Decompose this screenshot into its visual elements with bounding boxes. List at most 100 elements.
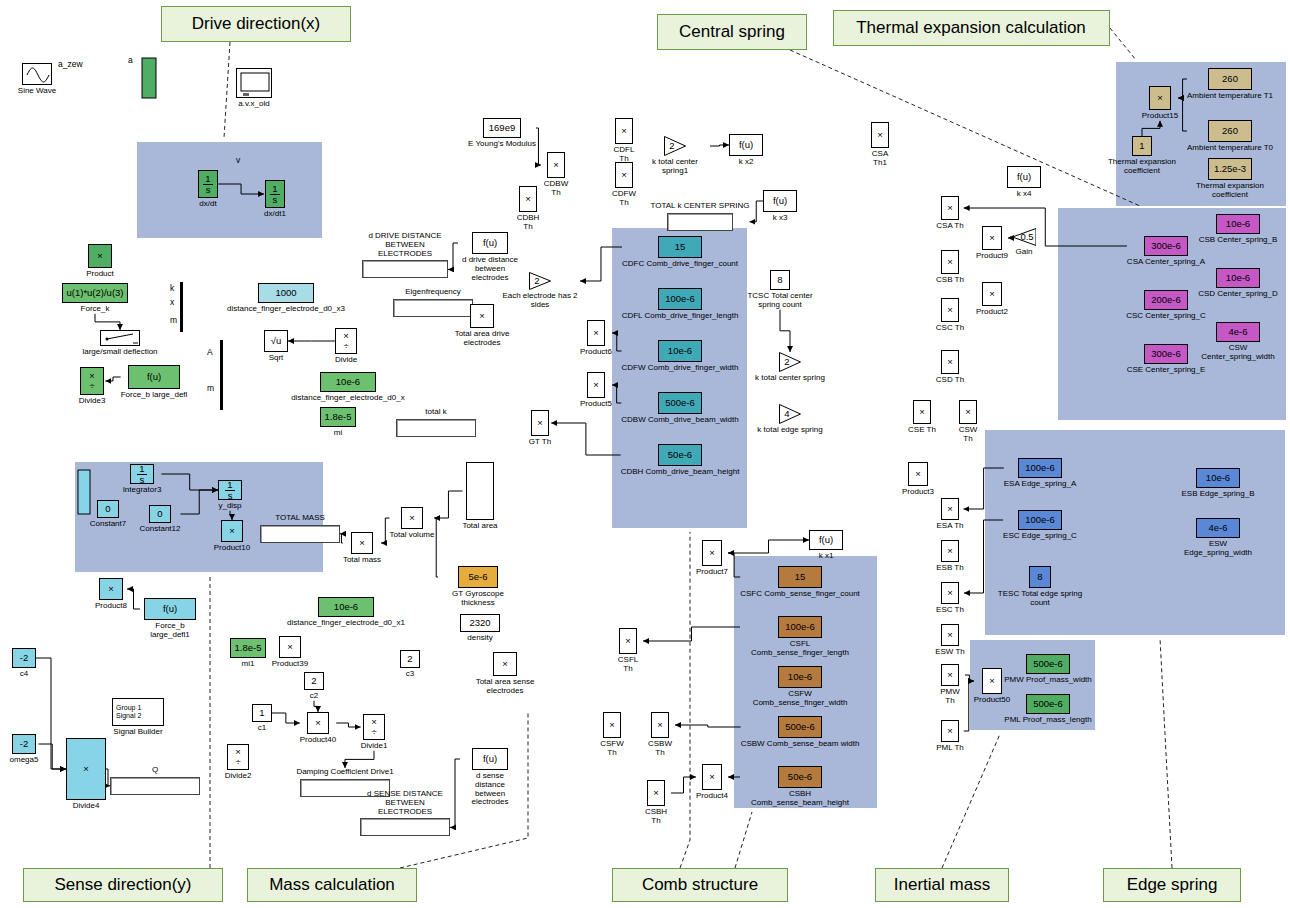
block-value: 100e-6 bbox=[1025, 515, 1055, 525]
block-value: × bbox=[108, 584, 114, 594]
block-label: Product7 bbox=[696, 568, 728, 577]
block-value: -2 bbox=[20, 653, 28, 663]
block-body: × bbox=[307, 712, 329, 734]
block-label: CSFC Comb_sense_finger_count bbox=[740, 590, 860, 599]
block-label: ESW Th bbox=[935, 648, 965, 657]
display-window bbox=[667, 213, 733, 231]
block-value: × bbox=[947, 203, 953, 213]
product-block: ×ESC Th bbox=[936, 582, 964, 615]
signal-wire bbox=[381, 518, 389, 543]
block-value: 4e-6 bbox=[1228, 327, 1247, 337]
block-label: Divide2 bbox=[225, 772, 252, 781]
block-label: Product4 bbox=[696, 792, 728, 801]
product-block: ×CSE Th bbox=[908, 400, 936, 435]
block-body: 0 bbox=[97, 500, 119, 518]
block-value: × bbox=[621, 126, 627, 136]
block-body: Central spring bbox=[657, 14, 807, 50]
block-value: f(u) bbox=[163, 604, 177, 614]
block-body: -2 bbox=[12, 734, 36, 754]
display-window bbox=[393, 299, 473, 317]
constant-block: 0Constant12 bbox=[140, 505, 181, 534]
block-body: 500e-6 bbox=[1026, 654, 1070, 674]
block-label: CSFL Comb_sense_finger_length bbox=[740, 640, 860, 658]
block-value: ÷ bbox=[343, 341, 348, 351]
block-body: 10e-6 bbox=[318, 597, 374, 617]
signal-wire bbox=[105, 377, 120, 381]
block-label: Thermal expansion coefficient bbox=[1185, 182, 1275, 200]
block-label: Force_k bbox=[81, 305, 110, 314]
block-label: Ambient temperature T1 bbox=[1187, 92, 1273, 101]
block-value: × bbox=[965, 407, 971, 417]
block-label: ESB Edge_spring_B bbox=[1182, 490, 1255, 499]
product-block: ×CDFL Th bbox=[609, 118, 639, 164]
block-body: -2 bbox=[12, 648, 36, 668]
block-body: 100e-6 bbox=[658, 288, 702, 310]
block-value: 0 bbox=[105, 504, 110, 514]
block-label: Product10 bbox=[214, 544, 250, 553]
constant-block: 500e-6PML Proof_mass_length bbox=[1004, 694, 1091, 725]
block-label: Ambient temperature T0 bbox=[1187, 144, 1273, 153]
block-body: × bbox=[959, 400, 977, 424]
block-value: 300e-6 bbox=[1151, 349, 1181, 359]
signal-wire bbox=[710, 145, 729, 146]
block-value: × bbox=[553, 160, 559, 170]
block-body: × bbox=[493, 652, 517, 676]
block-label: mi bbox=[334, 429, 342, 438]
constant-block: 0Constant7 bbox=[90, 500, 126, 529]
constant-block: 5e-6GT Gyroscope thickness bbox=[438, 566, 518, 608]
block-label: Damping Coefficient Drive1 bbox=[296, 768, 393, 777]
block-label: density bbox=[467, 634, 492, 643]
constant-block: f(u)Force_b large_defl1 bbox=[140, 598, 200, 640]
block-body: u(1)*u(2)/u(3) bbox=[62, 283, 128, 303]
callout-box: Thermal expansion calculation bbox=[833, 10, 1110, 46]
block-value: ÷ bbox=[235, 757, 240, 767]
block-body: × bbox=[531, 410, 549, 436]
block-label: CSE Center_spring_E bbox=[1127, 366, 1206, 375]
product-block: ×CDFW Th bbox=[609, 162, 639, 208]
block-body: × bbox=[547, 152, 565, 178]
block-body: 100e-6 bbox=[778, 616, 822, 638]
signal-wire bbox=[728, 777, 740, 778]
block-body: 50e-6 bbox=[778, 766, 822, 788]
block-label: Force_b large_defl bbox=[121, 391, 188, 400]
constant-block: 260Ambient temperature T0 bbox=[1187, 120, 1273, 153]
signal-name: a bbox=[128, 56, 133, 65]
block-value: 500e-6 bbox=[785, 722, 815, 732]
block-value: -2 bbox=[20, 739, 28, 749]
constant-block: 15CSFC Comb_sense_finger_count bbox=[740, 566, 860, 599]
block-body: × bbox=[941, 582, 959, 604]
signal-wire bbox=[612, 333, 622, 351]
block-label: Total volume bbox=[390, 531, 435, 540]
block-label: distance_finger_electrode_d0_x bbox=[291, 394, 404, 403]
block-body: Thermal expansion calculation bbox=[833, 10, 1110, 46]
block-label: CDFL Comb_drive_finger_length bbox=[622, 312, 739, 321]
signal-wire bbox=[1178, 98, 1187, 131]
block-value: 1.8e-5 bbox=[325, 412, 352, 422]
block-value: 10e-6 bbox=[668, 346, 692, 356]
block-body: 2 bbox=[779, 352, 801, 372]
signal-name: m bbox=[207, 384, 214, 393]
block-label: Constant7 bbox=[90, 520, 126, 529]
block-body: × bbox=[982, 226, 1002, 250]
block-value: × bbox=[947, 546, 953, 556]
signal-wire bbox=[36, 658, 66, 769]
block-label: Divide4 bbox=[73, 802, 100, 811]
edge-spring-region bbox=[985, 430, 1285, 635]
block-body: Sense direction(y) bbox=[23, 868, 223, 902]
constant-block: 1c1 bbox=[252, 704, 272, 733]
block-label: Thermal expansion coefficient bbox=[1107, 158, 1177, 176]
block-value: × bbox=[947, 726, 953, 736]
block-value: 50e-6 bbox=[668, 450, 692, 460]
block-value: √u bbox=[271, 336, 282, 346]
constant-block: 1.8e-5mi1 bbox=[230, 638, 266, 669]
block-body: × bbox=[615, 118, 633, 144]
block-body: 15 bbox=[778, 566, 822, 588]
signal-wire bbox=[1178, 79, 1187, 98]
product-block: ×CSBH Th bbox=[641, 780, 671, 826]
block-value: f(u) bbox=[773, 196, 787, 206]
block-value: 10e-6 bbox=[336, 377, 360, 387]
product-block: ×÷Divide1 bbox=[361, 714, 388, 751]
constant-block: 50e-6CSBH Comb_sense_beam_height bbox=[740, 766, 860, 808]
block-body: × bbox=[941, 350, 959, 374]
block-value: × bbox=[989, 289, 995, 299]
